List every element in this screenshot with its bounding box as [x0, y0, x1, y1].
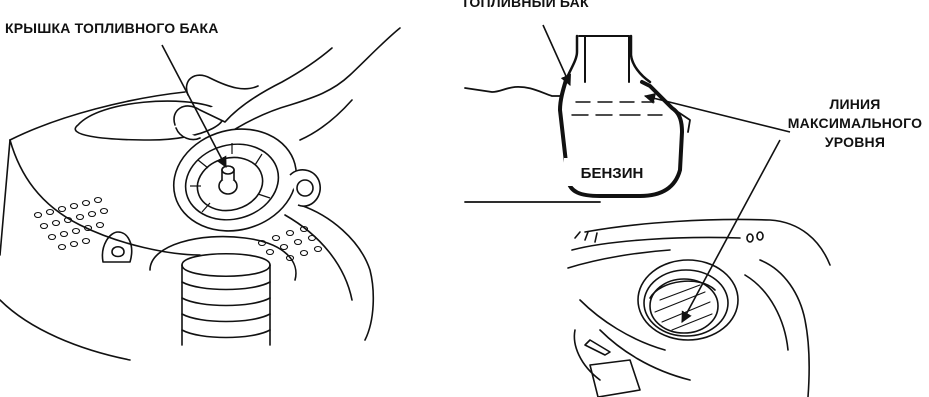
- generator-body-left: [0, 92, 373, 360]
- generator-body-right: [568, 220, 830, 397]
- fuel-tank-leader: [543, 25, 570, 85]
- max-level-leader-bottom: [682, 140, 780, 322]
- hand-left: [174, 28, 400, 140]
- gasoline-label: БЕНЗИН: [581, 165, 644, 182]
- max-level-leader-top: [645, 96, 790, 132]
